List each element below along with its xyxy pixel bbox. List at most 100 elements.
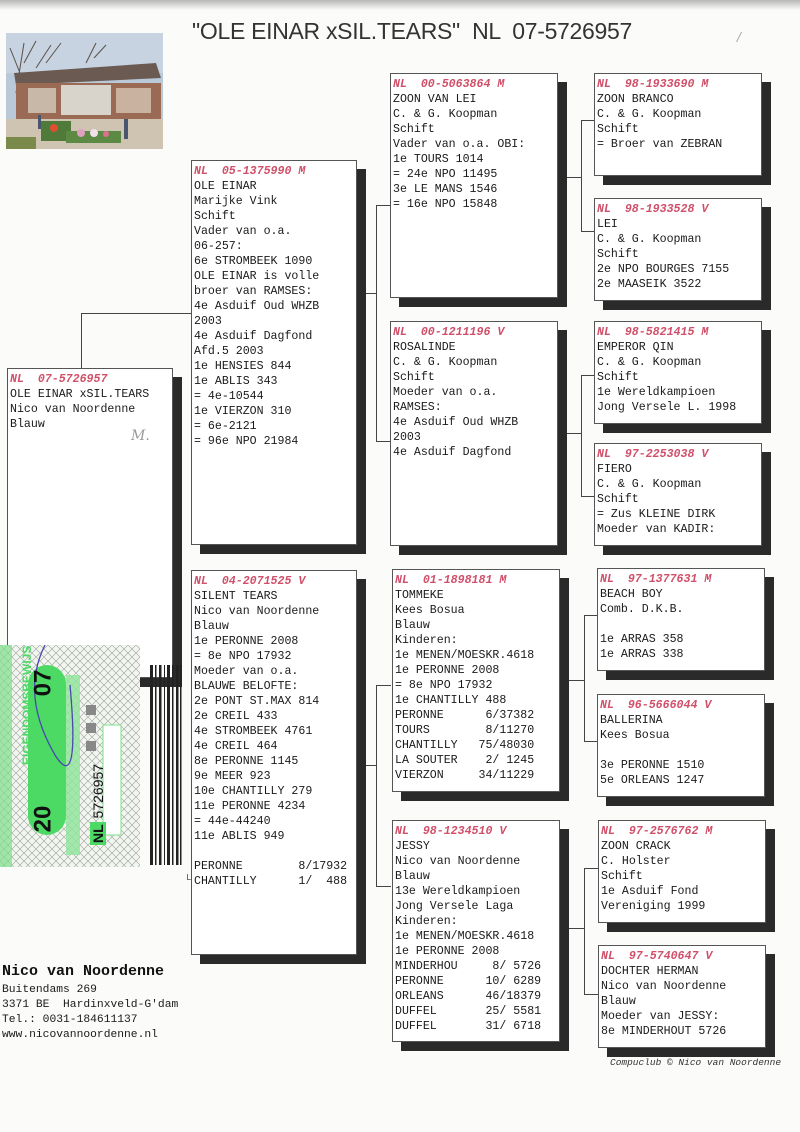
sticker-ring-number: NL 5726957 (90, 764, 106, 845)
breeder-name: Nico van Noordenne (2, 963, 165, 980)
connector-sire-branch (376, 205, 391, 442)
scan-shadow (0, 0, 800, 10)
card-line: Nico van Noordenne (395, 855, 521, 868)
pedigree-card-dd-dam[interactable]: NL 97-5740647 V DOCHTER HERMAN Nico van … (598, 945, 766, 1048)
pedigree-card-sire[interactable]: NL 05-1375990 M OLE EINAR Marijke Vink S… (191, 160, 357, 545)
card-line: DUFFEL 31/ 6718 (395, 1020, 542, 1033)
card-line: C. & G. Koopman (597, 356, 702, 369)
pedigree-card-dam-dam[interactable]: NL 98-1234510 V JESSY Nico van Noordenne… (392, 820, 560, 1042)
ring-number: NL 97-1377631 M (600, 573, 712, 586)
card-line: 3e PERONNE 1510 (600, 759, 705, 772)
card-line: FIERO (597, 463, 632, 476)
sticker-label: EIGENDOMSBEWIJS (20, 645, 34, 765)
ring-number: NL 98-1933528 V (597, 203, 709, 216)
pedigree-card-sire-dam[interactable]: NL 00-1211196 V ROSALINDE C. & G. Koopma… (390, 321, 558, 546)
card-line: Jong Versele Laga (395, 900, 514, 913)
card-line: = 8e NPO 17932 (395, 679, 493, 692)
card-line: 1e PERONNE 2008 (194, 635, 299, 648)
card-line: 4e CREIL 464 (194, 740, 278, 753)
card-line: Blauw (395, 619, 430, 632)
card-line: C. & G. Koopman (597, 108, 702, 121)
loft-photo (6, 33, 163, 149)
connector-dam-stem (357, 765, 376, 766)
card-line (600, 617, 764, 632)
pedigree-card-ss-sire[interactable]: NL 98-1933690 M ZOON BRANCO C. & G. Koop… (594, 73, 762, 176)
card-line: = 4e-10544 (194, 390, 264, 403)
connector-subject-parents (81, 313, 191, 314)
card-line: = 96e NPO 21984 (194, 435, 299, 448)
card-line: Blauw (10, 418, 45, 431)
connector-dd-branch (584, 868, 598, 995)
card-line: 2e PONT ST.MAX 814 (194, 695, 320, 708)
ownership-sticker: 20 07 EIGENDOMSBEWIJS NL 5726957 (0, 645, 184, 867)
card-line: DOCHTER HERMAN (601, 965, 699, 978)
card-line: C. & G. Koopman (597, 478, 702, 491)
card-line: 11e ABLIS 949 (194, 830, 285, 843)
card-line: 4e Asduif Oud WHZB (393, 416, 519, 429)
pedigree-card-sire-sire[interactable]: NL 00-5063864 M ZOON VAN LEI C. & G. Koo… (390, 73, 558, 298)
card-line: PERONNE 6/37382 (395, 709, 535, 722)
card-line: Comb. D.K.B. (600, 603, 684, 616)
card-line: LA SOUTER 2/ 1245 (395, 754, 535, 767)
pedigree-card-ds-sire[interactable]: NL 97-1377631 M BEACH BOY Comb. D.K.B. 1… (597, 568, 765, 671)
card-line: 13e Wereldkampioen (395, 885, 521, 898)
card-line: Schift (194, 210, 236, 223)
card-line: = 44e-44240 (194, 815, 271, 828)
connector-ss-stem (562, 177, 581, 178)
card-line: 06-257: (194, 240, 243, 253)
ring-number: NL 07-5726957 (10, 373, 108, 386)
ring-number: NL 05-1375990 M (194, 165, 306, 178)
card-line: 2e MAASEIK 3522 (597, 278, 702, 291)
card-line: Moeder van JESSY: (601, 1010, 720, 1023)
card-line: 4e Asduif Oud WHZB (194, 300, 320, 313)
card-line: = Broer van ZEBRAN (597, 138, 723, 151)
card-line: Schift (597, 493, 639, 506)
card-line: EMPEROR QIN (597, 341, 674, 354)
card-line: Vader van o.a. (194, 225, 292, 238)
card-line: 1e HENSIES 844 (194, 360, 292, 373)
page-title: "OLE EINAR xSIL.TEARS" NL 07-5726957 (192, 18, 633, 44)
pedigree-card-sd-sire[interactable]: NL 98-5821415 M EMPEROR QIN C. & G. Koop… (594, 321, 762, 424)
connector-ds-branch (584, 615, 598, 742)
ring-number: NL 98-5821415 M (597, 326, 709, 339)
card-line: Schift (597, 123, 639, 136)
card-line: 3e LE MANS 1546 (393, 183, 498, 196)
card-line: Nico van Noordenne (601, 980, 727, 993)
card-line: ZOON BRANCO (597, 93, 674, 106)
card-line: OLE EINAR is volle (194, 270, 320, 283)
card-line: = 8e NPO 17932 (194, 650, 292, 663)
pedigree-card-ss-dam[interactable]: NL 98-1933528 V LEI C. & G. Koopman Schi… (594, 198, 762, 301)
connector-sd-branch (581, 375, 595, 497)
card-line: 1e PERONNE 2008 (395, 945, 500, 958)
card-line: 1e ABLIS 343 (194, 375, 278, 388)
card-line: Kees Bosua (600, 729, 670, 742)
ring-number: NL 04-2071525 V (194, 575, 306, 588)
card-line: 1e Asduif Fond (601, 885, 699, 898)
card-line: Schift (393, 123, 435, 136)
pedigree-card-ds-dam[interactable]: NL 96-5666044 V BALLERINA Kees Bosua 3e … (597, 694, 765, 797)
card-line: Moeder van o.a. (194, 665, 299, 678)
card-line: 1e VIERZON 310 (194, 405, 292, 418)
card-line: OLE EINAR (194, 180, 257, 193)
card-line: PERONNE 10/ 6289 (395, 975, 542, 988)
card-line: MINDERHOU 8/ 5726 (395, 960, 542, 973)
card-line: Schift (597, 248, 639, 261)
card-line: 1e MENEN/MOESKR.4618 (395, 930, 535, 943)
card-line: VIERZON 34/11229 (395, 769, 535, 782)
card-line: DUFFEL 25/ 5581 (395, 1005, 542, 1018)
card-line: 2e CREIL 433 (194, 710, 278, 723)
card-line: 6e STROMBEEK 1090 (194, 255, 313, 268)
pedigree-card-dd-sire[interactable]: NL 97-2576762 M ZOON CRACK C. Holster Sc… (598, 820, 766, 923)
pedigree-card-subject[interactable]: NL 07-5726957 OLE EINAR xSIL.TEARS Nico … (7, 368, 173, 678)
pedigree-card-dam[interactable]: NL 04-2071525 V SILENT TEARS Nico van No… (191, 570, 357, 955)
card-line: SILENT TEARS (194, 590, 278, 603)
connector-ds-stem (565, 680, 584, 681)
card-line: Afd.5 2003 (194, 345, 264, 358)
breeder-website[interactable]: www.nicovannoordenne.nl (2, 1029, 158, 1041)
pedigree-card-sd-dam[interactable]: NL 97-2253038 V FIERO C. & G. Koopman Sc… (594, 443, 762, 546)
card-line: CHANTILLY 75/48030 (395, 739, 535, 752)
card-line: 8e MINDERHOUT 5726 (601, 1025, 727, 1038)
software-credit: Compuclub © Nico van Noordenne (610, 1057, 782, 1068)
pedigree-card-dam-sire[interactable]: NL 01-1898181 M TOMMEKE Kees Bosua Blauw… (392, 569, 560, 792)
